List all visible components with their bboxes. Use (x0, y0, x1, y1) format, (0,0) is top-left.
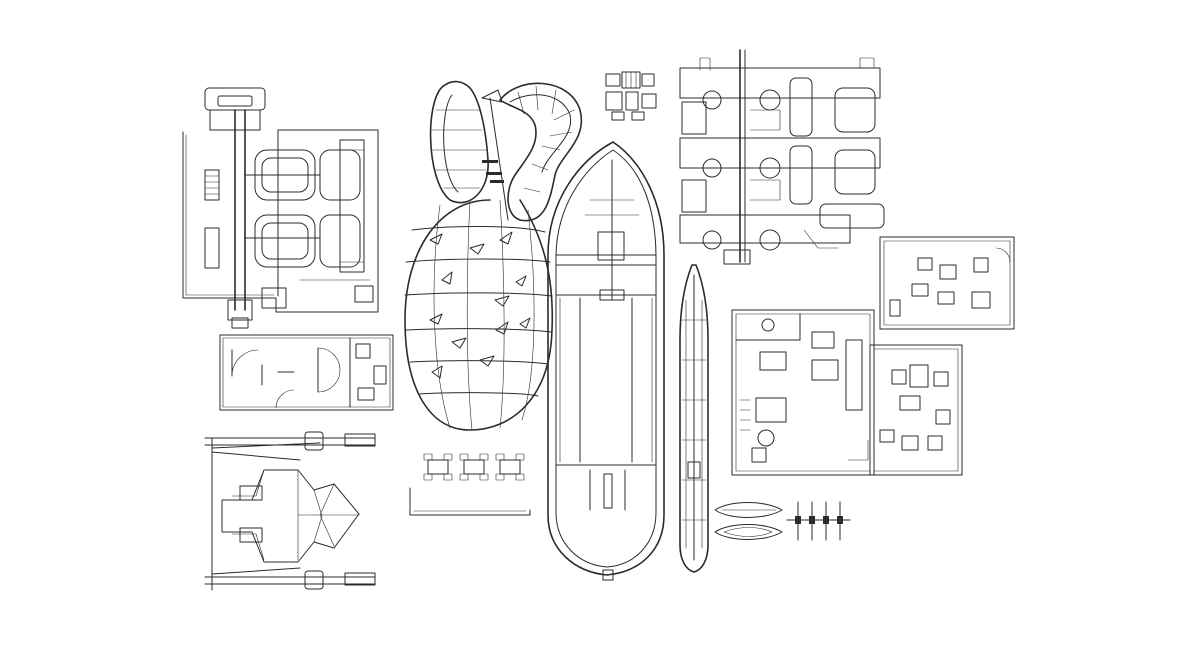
valve-icon (605, 71, 657, 121)
hull-frame-icon (404, 80, 583, 431)
manifold-icon (679, 49, 885, 265)
apartment-plan-icon (731, 236, 1015, 476)
floor-plan-icon (219, 334, 394, 411)
canoe-icon (714, 502, 783, 540)
crane-icon (204, 431, 376, 591)
narrow-boat-icon (679, 264, 709, 573)
table-chairs-icon (409, 453, 531, 516)
machinery-plan-icon (182, 87, 379, 329)
oar-rack-icon (786, 501, 851, 541)
barge-plan-icon (547, 141, 665, 581)
